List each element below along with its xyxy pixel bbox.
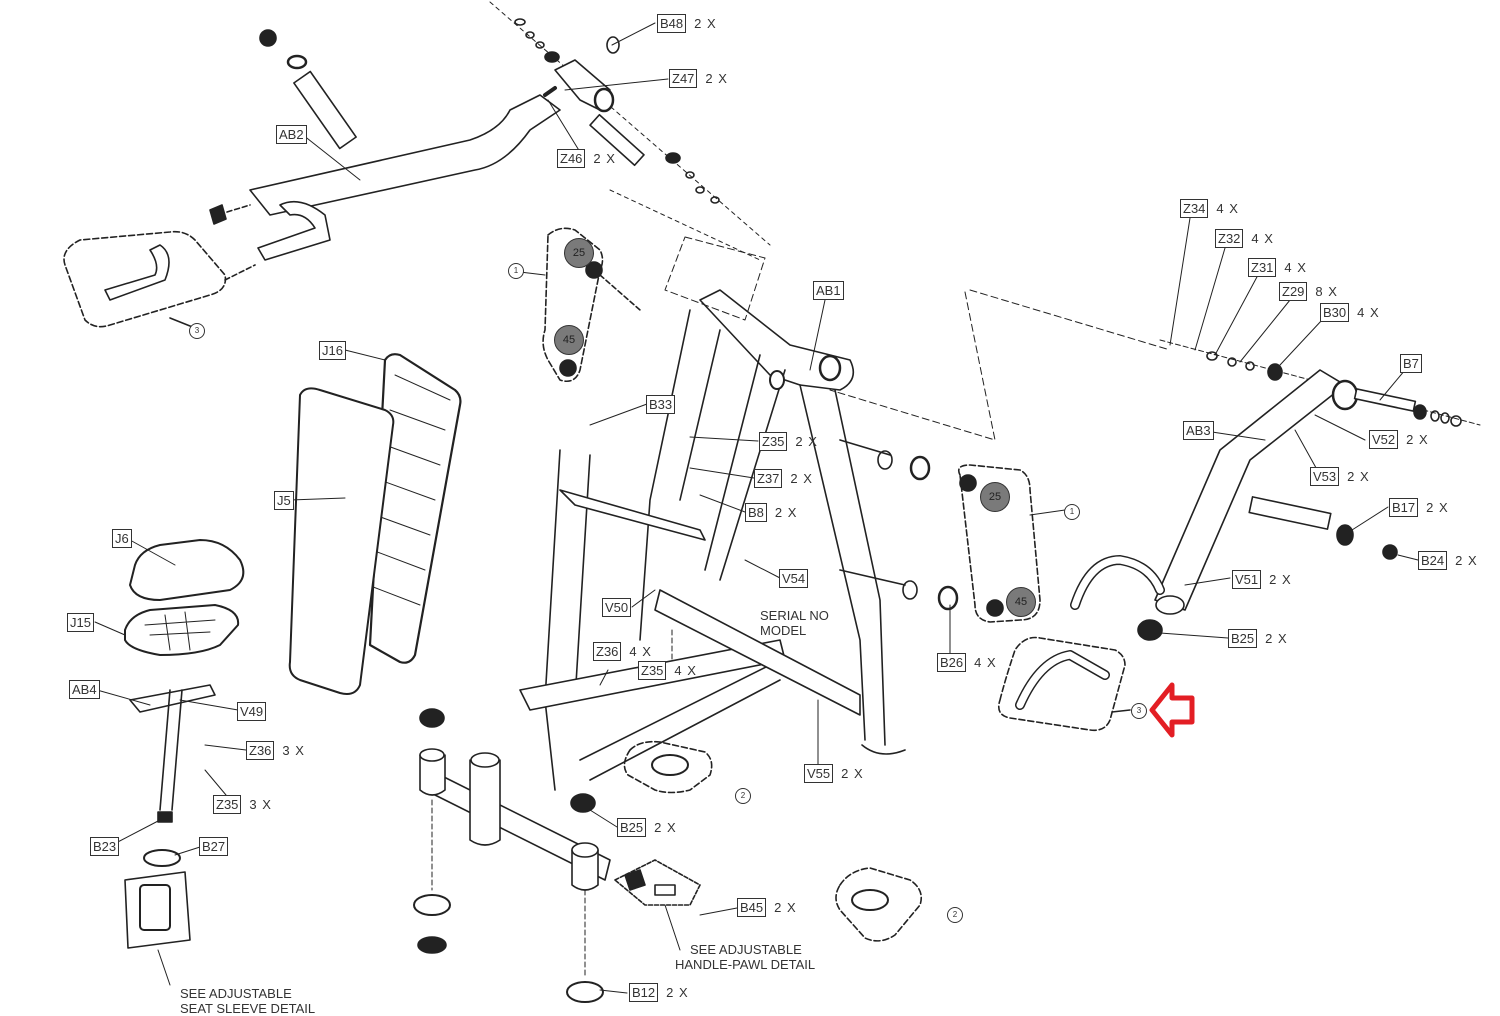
seat-sleeve-detail-note: SEE ADJUSTABLE SEAT SLEEVE DETAIL: [180, 986, 316, 1016]
callout-1-right-weights: 1: [1064, 504, 1080, 520]
backrest-drawing: [288, 353, 462, 695]
weight-disc-25-right: 25: [980, 482, 1010, 512]
handle-ab2-drawing: [63, 29, 561, 329]
red-arrow-icon: [1149, 682, 1195, 738]
part-label-j6: J6: [112, 529, 132, 548]
part-label-v49: V49: [237, 702, 267, 721]
weight-group-right: [957, 464, 1041, 623]
base-feet-drawing: [413, 629, 923, 1003]
part-label-ab1: AB1: [813, 281, 844, 300]
seat-drawing: [124, 539, 245, 949]
callout-2-center-foot: 2: [735, 788, 751, 804]
callout-2-right-foot: 2: [947, 907, 963, 923]
weight-group-left: [542, 227, 641, 383]
callout-3-right-handle: 3: [1131, 703, 1147, 719]
pivot-assembly-drawing: [489, 1, 771, 246]
part-label-b23: B23: [90, 837, 120, 856]
part-label-b33: B33: [646, 395, 676, 414]
part-label-v54: V54: [779, 569, 809, 588]
callout-1-left-weights: 1: [508, 263, 524, 279]
part-label-v50: V50: [602, 598, 632, 617]
part-label-b7: B7: [1400, 354, 1422, 373]
part-label-j15: J15: [67, 613, 94, 632]
weight-disc-45-right: 45: [1006, 587, 1036, 617]
part-label-ab3: AB3: [1183, 421, 1214, 440]
handle-ab3-drawing: [997, 339, 1481, 732]
part-label-b27: B27: [199, 837, 229, 856]
leader-lines: [94, 22, 1419, 994]
part-label-ab4: AB4: [69, 680, 100, 699]
serial-model-note: SERIAL NO MODEL: [760, 608, 829, 638]
main-frame-drawing: [424, 189, 1171, 881]
weight-disc-25-left: 25: [564, 238, 594, 268]
weight-disc-45-left: 45: [554, 325, 584, 355]
part-label-ab2: AB2: [276, 125, 307, 144]
handle-pawl-detail-note: SEE ADJUSTABLE HANDLE-PAWL DETAIL: [675, 942, 816, 972]
part-label-j5: J5: [274, 491, 294, 510]
callout-3-left-handle: 3: [189, 323, 205, 339]
part-label-j16: J16: [319, 341, 346, 360]
